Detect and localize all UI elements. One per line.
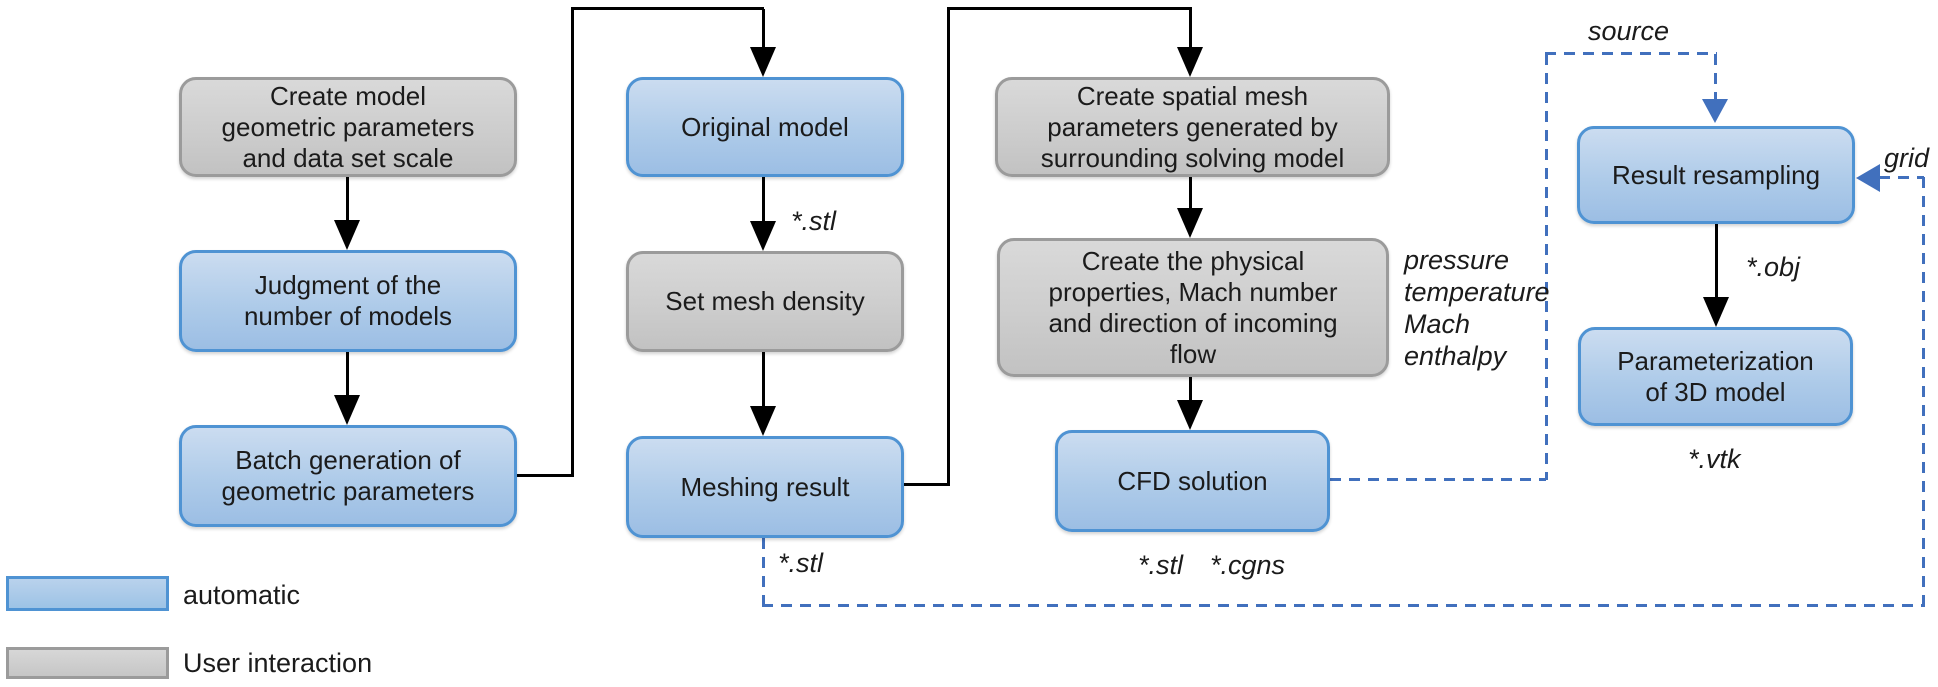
arrowhead-resampling-to-parameterization-icon [1703, 297, 1729, 327]
node-cfd-solution: CFD solution [1055, 430, 1330, 532]
arrow-resampling-to-parameterization-shaft [1715, 224, 1718, 300]
dashed-bottom-horizontal [762, 604, 1925, 607]
node-result-resampling: Result resampling [1577, 126, 1855, 224]
arrowhead-into-spatial-icon [1177, 47, 1203, 77]
arrowhead-into-original-icon [750, 47, 776, 77]
node-original-model: Original model [626, 77, 904, 177]
connector-into-original-shaft [762, 9, 765, 49]
dashed-meshing-down [762, 538, 765, 606]
arrow-spatial-to-physical-shaft [1189, 177, 1192, 211]
connector-into-spatial-shaft [1189, 9, 1192, 49]
legend-swatch-automatic [6, 576, 169, 611]
file-label-vtk-parameterization-out: *.vtk [1688, 444, 1741, 474]
dashed-source-drop [1714, 54, 1717, 100]
arrowhead-spatial-to-physical-icon [1177, 208, 1203, 238]
arrow-physical-to-cfd-shaft [1189, 377, 1192, 403]
file-label-stl-meshing-out: *.stl [778, 548, 824, 578]
dashed-cfd-to-source-horizontal [1330, 478, 1546, 481]
node-parameterization-3d-model: Parameterization of 3D model [1578, 327, 1853, 426]
label-grid: grid [1884, 143, 1930, 173]
arrowhead-setmesh-to-meshing-icon [750, 406, 776, 436]
arrowhead-judgment-to-batch-icon [334, 395, 360, 425]
node-judgment-number-of-models: Judgment of the number of models [179, 250, 517, 352]
arrowhead-source-into-resampling-icon [1702, 99, 1728, 123]
node-create-model-geometric-parameters: Create model geometric parameters and da… [179, 77, 517, 177]
connector-batch-to-original-top [571, 7, 764, 10]
file-label-stl-original-out: *.stl [791, 206, 837, 236]
node-meshing-result: Meshing result [626, 436, 904, 538]
arrow-original-to-setmesh-shaft [762, 177, 765, 223]
node-create-spatial-mesh-parameters: Create spatial mesh parameters generated… [995, 77, 1390, 177]
legend-label-automatic: automatic [183, 580, 301, 610]
arrow-judgment-to-batch-shaft [346, 352, 349, 398]
node-set-mesh-density: Set mesh density [626, 251, 904, 352]
connector-batch-to-original-vertical [571, 7, 574, 477]
arrowhead-physical-to-cfd-icon [1177, 400, 1203, 430]
arrowhead-original-to-setmesh-icon [750, 221, 776, 251]
connector-meshing-to-spatial-top [947, 7, 1192, 10]
dashed-source-vertical [1545, 54, 1548, 480]
dashed-right-vertical [1922, 177, 1925, 607]
connector-meshing-to-spatial-stub [904, 483, 950, 486]
node-create-physical-properties: Create the physical properties, Mach num… [997, 238, 1389, 377]
arrow-create-to-judgment-shaft [346, 177, 349, 223]
label-source: source [1588, 16, 1670, 46]
dashed-grid-stub [1879, 176, 1924, 179]
dashed-source-top-horizontal [1545, 52, 1717, 55]
arrow-setmesh-to-meshing-shaft [762, 352, 765, 408]
node-batch-generation: Batch generation of geometric parameters [179, 425, 517, 527]
file-label-stl-cfd-out: *.stl [1138, 550, 1184, 580]
legend-swatch-user-interaction [6, 647, 169, 679]
file-label-cgns-cfd-out: *.cgns [1210, 550, 1286, 580]
label-physical-outputs: pressure temperature Mach enthalpy [1404, 245, 1550, 371]
file-label-obj-resampling-out: *.obj [1746, 252, 1801, 282]
connector-meshing-to-spatial-vertical [947, 7, 950, 486]
arrowhead-grid-into-resampling-icon [1856, 164, 1880, 192]
legend-label-user-interaction: User interaction [183, 648, 373, 678]
arrowhead-create-to-judgment-icon [334, 220, 360, 250]
connector-batch-to-original-stub [517, 474, 574, 477]
